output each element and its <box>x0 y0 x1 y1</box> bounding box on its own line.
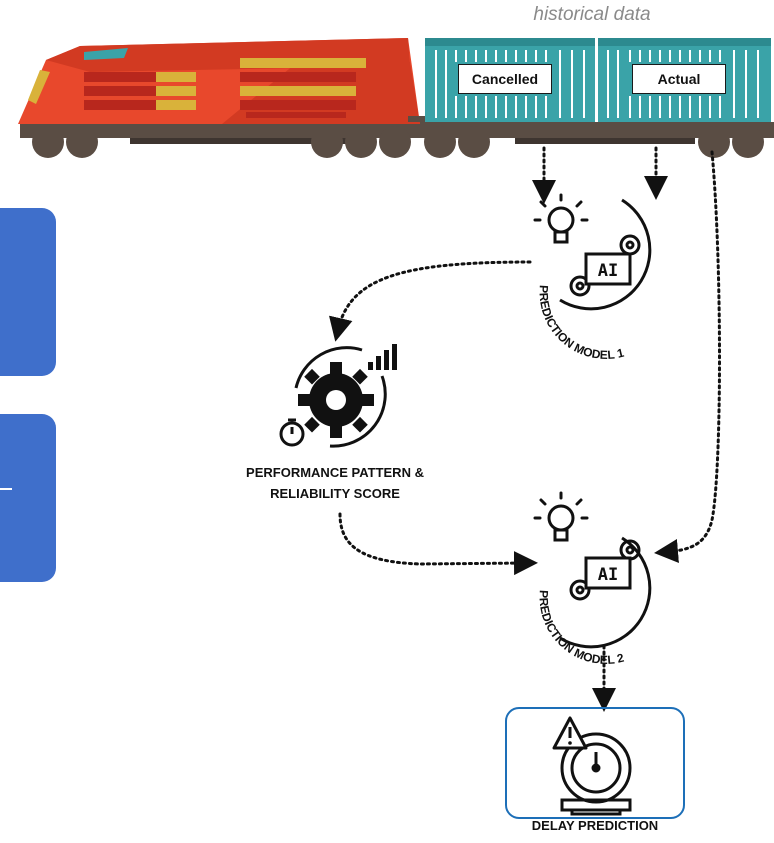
gear-icon <box>298 362 374 438</box>
lightbulb-icon <box>533 193 589 244</box>
performance-label: PERFORMANCE PATTERN & RELIABILITY SCORE <box>210 462 460 504</box>
side-box-bottom <box>0 414 56 582</box>
arrow-train-to-model2 <box>654 150 721 563</box>
arrow-performance-to-model2 <box>338 512 538 576</box>
side-box-top <box>0 208 56 376</box>
stopwatch-icon <box>279 418 305 447</box>
delay-prediction-box <box>505 707 685 819</box>
prediction-model-2: AI PREDICTION MODEL 2 <box>533 491 652 667</box>
ai-chip <box>584 556 632 590</box>
locomotive <box>18 38 420 124</box>
prediction-model-1: AI PREDICTION MODEL 1 <box>533 193 652 362</box>
connectors <box>329 146 721 712</box>
performance-label-line2: RELIABILITY SCORE <box>270 486 400 501</box>
ai-badge: AI <box>598 261 618 281</box>
model-caption: PREDICTION MODEL 2 <box>536 590 625 667</box>
performance-label-line1: PERFORMANCE PATTERN & <box>246 465 424 480</box>
cancelled-label: Cancelled <box>458 64 552 94</box>
lightbulb-icon <box>533 491 589 542</box>
warning-icon <box>552 716 588 750</box>
train-wheels <box>32 126 764 158</box>
ai-chip <box>584 252 632 286</box>
clock-icon <box>560 732 632 816</box>
historical-data-label: historical data <box>533 4 651 25</box>
performance-icon <box>279 344 397 448</box>
arrow-model1-to-performance <box>329 260 532 342</box>
side-box-dash <box>0 488 12 490</box>
bar-chart-icon <box>368 344 397 370</box>
ai-badge: AI <box>598 565 618 585</box>
train <box>18 38 774 158</box>
delay-prediction-label: DELAY PREDICTION <box>531 818 659 833</box>
actual-label: Actual <box>632 64 726 94</box>
delay-icon <box>552 716 632 816</box>
